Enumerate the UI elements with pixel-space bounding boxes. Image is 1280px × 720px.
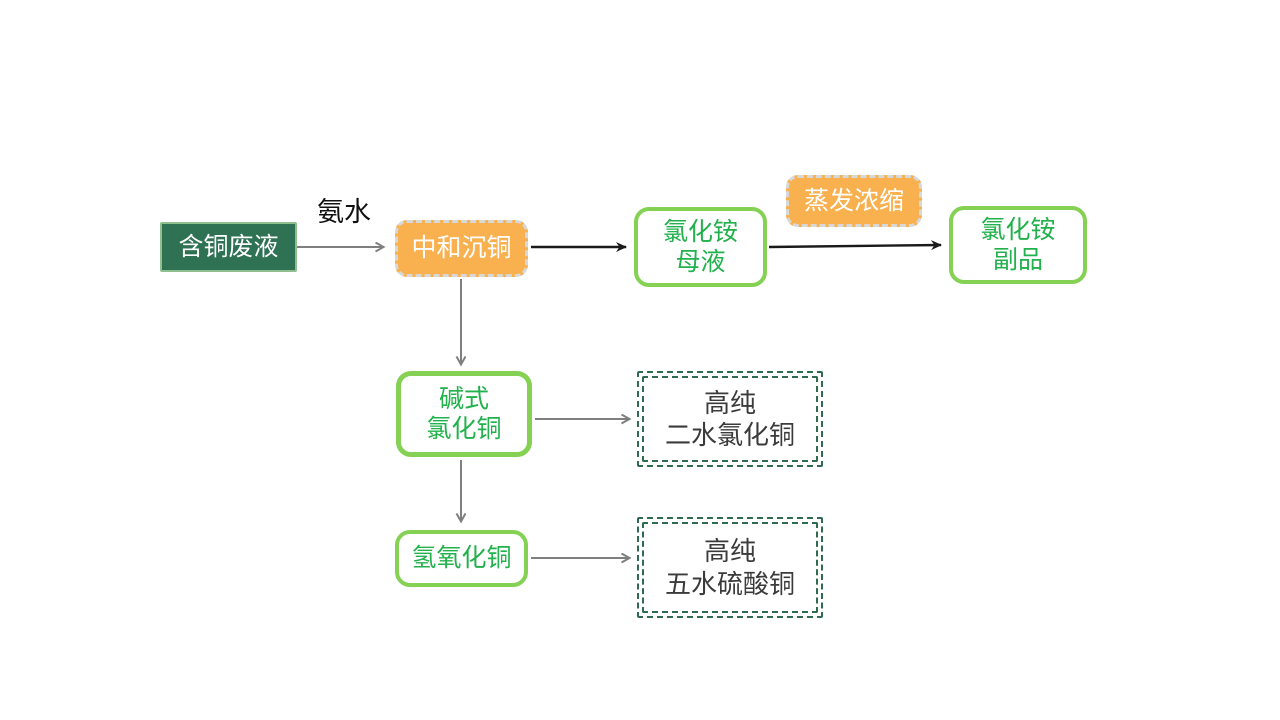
node-label-line2: 二水氯化铜 — [664, 420, 795, 450]
edge-label-ammonia: 氨水 — [317, 197, 371, 227]
node-label-line2: 副品 — [992, 246, 1043, 274]
arrow-mother-liquor-to-byproduct — [768, 240, 942, 251]
node-label-line1: 碱式 — [438, 384, 489, 413]
node-label-line1: 高纯 — [703, 536, 756, 566]
node-evaporation-concentration: 蒸发浓缩 — [786, 175, 922, 227]
node-label-line1: 氯化铵 — [980, 215, 1056, 244]
node-ammonium-chloride-mother-liquor: 氯化铵 母液 — [634, 207, 767, 287]
node-high-purity-copper-chloride-dihydrate: 高纯 二水氯化铜 — [637, 371, 823, 467]
dashed-inner-border: 高纯 五水硫酸铜 — [642, 522, 818, 613]
node-label: 氢氧化铜 — [411, 544, 512, 573]
node-copper-hydroxide: 氢氧化铜 — [395, 530, 528, 587]
node-label-line2: 五水硫酸铜 — [664, 568, 795, 599]
node-label: 含铜废液 — [178, 232, 279, 261]
node-ammonium-chloride-byproduct: 氯化铵 副品 — [949, 206, 1087, 284]
node-label-line2: 氯化铜 — [426, 415, 502, 443]
node-basic-copper-chloride: 碱式 氯化铜 — [396, 371, 532, 457]
node-label-line1: 氯化铵 — [662, 217, 738, 246]
node-label: 中和沉铜 — [411, 234, 512, 263]
node-copper-waste-liquid: 含铜废液 — [160, 222, 297, 272]
node-label-line1: 高纯 — [703, 387, 756, 418]
node-label-line2: 母液 — [675, 248, 726, 276]
node-neutralize-precipitate-copper: 中和沉铜 — [395, 220, 528, 277]
dashed-inner-border: 高纯 二水氯化铜 — [642, 376, 818, 462]
node-high-purity-copper-sulfate-pentahydrate: 高纯 五水硫酸铜 — [637, 517, 823, 618]
node-label: 蒸发浓缩 — [803, 186, 904, 215]
